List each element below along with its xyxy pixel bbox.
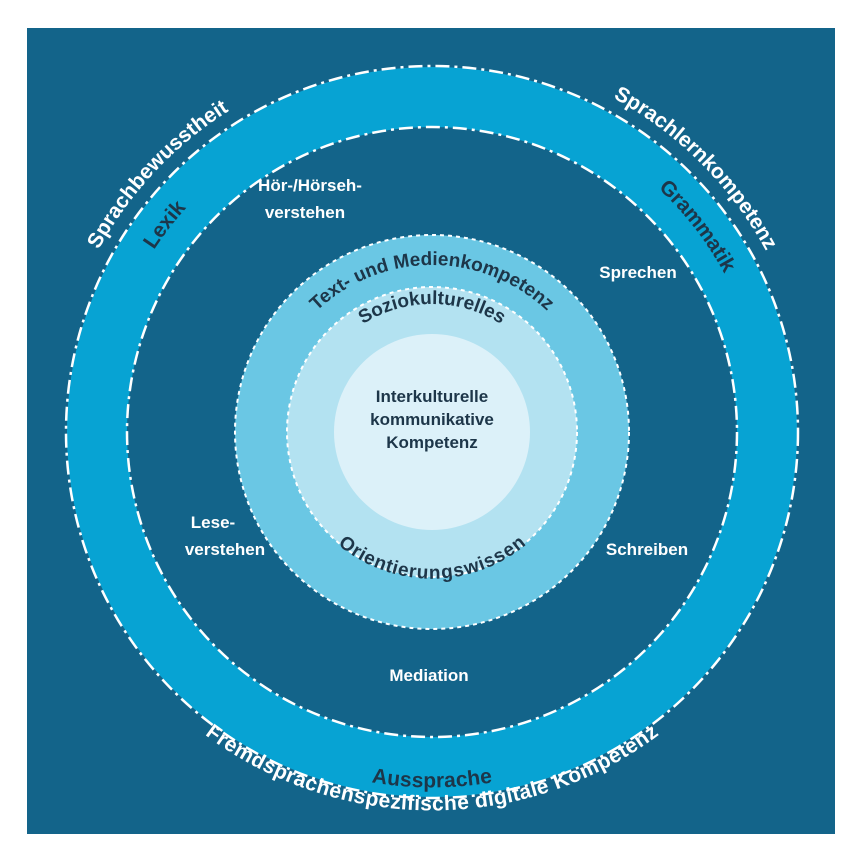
inner-disc-dash bbox=[286, 286, 578, 578]
label-leseverstehen-line2: verstehen bbox=[185, 540, 265, 559]
outer-ring bbox=[67, 67, 797, 797]
label-center-line1: Interkulturelle bbox=[376, 387, 488, 406]
label-schreiben: Schreiben bbox=[606, 540, 688, 559]
middle-disc-dash bbox=[234, 234, 630, 630]
label-center-line2: kommunikative bbox=[370, 410, 494, 429]
label-mediation: Mediation bbox=[389, 666, 468, 685]
label-hoerverstehen-line2: verstehen bbox=[265, 203, 345, 222]
label-hoerverstehen-line1: Hör-/Hörseh- bbox=[258, 176, 362, 195]
label-sprechen: Sprechen bbox=[599, 263, 676, 282]
label-leseverstehen-line1: Lese- bbox=[191, 513, 235, 532]
inner-ring-edge-dash bbox=[125, 125, 739, 739]
center-disc bbox=[334, 334, 530, 530]
outer-ring-edge-dash bbox=[64, 64, 800, 800]
label-center-line3: Kompetenz bbox=[386, 433, 478, 452]
